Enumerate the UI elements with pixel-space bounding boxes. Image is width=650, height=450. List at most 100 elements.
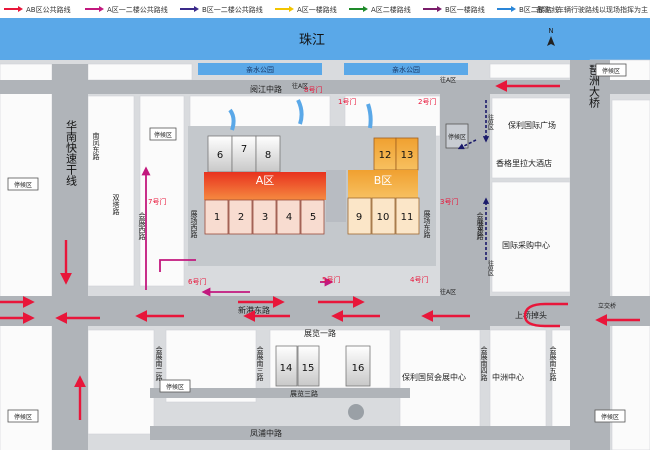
- marker-to-a-2: 往A区: [440, 288, 456, 296]
- gate-2: 2号门: [418, 97, 436, 106]
- road-huizhan-south2: 会展南二路: [155, 345, 163, 382]
- legend-arrow-icon-2: [194, 6, 199, 12]
- hall-15-label: 15: [302, 363, 315, 374]
- hall-2: [228, 199, 253, 235]
- bldg-poly-expo: 保利国贸会展中心: [402, 372, 466, 382]
- road-zhanlan-3: 展览三路: [290, 389, 318, 398]
- road-huizhan-south4: 会展南四路: [480, 345, 488, 382]
- hall-4-label: 4: [286, 212, 292, 223]
- road-zhanchang-east: 展场东路: [423, 210, 431, 239]
- park-east: [344, 63, 468, 75]
- road-yuejiang: 阅江中路: [250, 84, 282, 94]
- road-huizhan-west: 会展西路: [138, 211, 146, 241]
- road-zhanchang-west: 展场西路: [190, 210, 198, 239]
- legend-arrow-icon-3: [289, 6, 294, 12]
- hall-8: [255, 135, 281, 173]
- legend-label-3: A区一楼路线: [297, 5, 337, 14]
- hall-9-label: 9: [356, 212, 362, 223]
- park-west-label: 亲水公园: [246, 65, 274, 74]
- hall-6-label: 6: [217, 150, 223, 161]
- hall-15: [297, 345, 320, 387]
- svg-text:停候区: 停候区: [154, 131, 172, 139]
- bldg-poly-plaza: 保利国际广场: [508, 120, 556, 130]
- legend-label-1: A区一二楼公共路线: [107, 5, 168, 14]
- b-zone-roof: [348, 170, 418, 198]
- hall-1: [204, 199, 229, 235]
- svg-text:N: N: [548, 27, 553, 35]
- parking-5: 停候区: [7, 409, 39, 423]
- road-huizhan-south3: 会展南三路: [256, 345, 264, 382]
- legend-label-4: A区二楼路线: [371, 5, 411, 14]
- parking-2: 停候区: [445, 123, 469, 149]
- park-east-label: 亲水公园: [392, 65, 420, 74]
- svg-text:停候区: 停候区: [602, 67, 620, 75]
- svg-text:停候区: 停候区: [448, 133, 466, 141]
- hall-3: [252, 199, 277, 235]
- road-xingang: 新港东路: [238, 305, 270, 315]
- a-lower-halls: [204, 199, 325, 235]
- gate-8: 8号门: [304, 85, 322, 94]
- hall-2-label: 2: [238, 212, 244, 223]
- hall-14-label: 14: [280, 363, 293, 374]
- river: [0, 18, 650, 60]
- road-fengpu: 凤浦中路: [250, 428, 282, 438]
- water-channels: [228, 99, 373, 131]
- roads: [0, 60, 650, 450]
- bldg-purchase-center: 国际采购中心: [502, 240, 550, 250]
- hall-6: [207, 135, 233, 173]
- legend-arrow-icon-6: [511, 6, 516, 12]
- bldg-zhongzhou: 中洲中心: [492, 372, 524, 382]
- marker-to-b-2: 往B区: [477, 219, 484, 236]
- hall-11: [395, 197, 420, 235]
- b-zone-label: B区: [374, 174, 393, 187]
- hall-7: [231, 135, 257, 173]
- legend-arrow-icon-0: [18, 6, 23, 12]
- a-zone-routes: [141, 166, 334, 297]
- svg-text:停候区: 停候区: [166, 383, 184, 391]
- gate-1: 1号门: [338, 97, 356, 106]
- parking-6: 停候区: [159, 379, 191, 393]
- marker-to-a-1: 往A区: [440, 76, 456, 84]
- a-b-connector: [326, 170, 346, 222]
- hall-11-label: 11: [401, 212, 414, 223]
- legend-label-6: B区二楼路线: [519, 5, 559, 14]
- park-west: [198, 63, 322, 75]
- road-huanan-expressway: 华南快速干线: [65, 119, 78, 186]
- hall-12-label: 12: [379, 150, 392, 161]
- b-lower-halls: [347, 197, 420, 235]
- road-huizhan-south5: 会展南五路: [549, 345, 557, 382]
- roundabout-icon: [348, 404, 364, 420]
- gate-6: 6号门: [188, 277, 206, 286]
- hall-5: [300, 199, 325, 235]
- hall-10-label: 10: [377, 212, 390, 223]
- parking-areas: 停候区 停候区 停候区 停候区 停候区 停候区 停候区: [7, 63, 627, 423]
- hall-5-label: 5: [310, 212, 316, 223]
- ab-common-routes: [0, 80, 640, 420]
- road-lijiao: 立交桥: [598, 302, 616, 310]
- hall-16: [345, 345, 371, 387]
- c-halls: 14 15 16: [275, 345, 371, 420]
- legend-label-2: B区一二楼公共路线: [202, 5, 263, 14]
- legend-arrow-icon-5: [437, 6, 442, 12]
- road-shangqiao: 上桥掉头: [515, 310, 547, 320]
- legend-arrow-icon-1: [99, 6, 104, 12]
- hall-9: [347, 197, 372, 235]
- a-upper-halls: 6 7 8: [207, 135, 281, 173]
- marker-to-a-3: 往A区: [292, 82, 308, 90]
- hall-13-label: 13: [401, 150, 414, 161]
- a-zone-label: A区: [256, 174, 275, 187]
- legend-arrow-icon-4: [363, 6, 368, 12]
- gate-3: 3号门: [440, 197, 458, 206]
- gate-4: 4号门: [410, 275, 428, 284]
- road-nanfeng: 南凤东路: [92, 131, 100, 161]
- marker-to-b-1: 往B区: [487, 113, 494, 130]
- road-zhanlan-1: 展览一路: [304, 328, 336, 338]
- road-huizhan-east: 会展东路: [476, 211, 484, 241]
- road-shuangta: 双塔路: [112, 194, 120, 216]
- hall-3-label: 3: [262, 212, 268, 223]
- parking-4: 停候区: [7, 177, 39, 191]
- hall-7-label: 7: [241, 144, 247, 155]
- bldg-shangrila: 香格里拉大酒店: [496, 158, 552, 168]
